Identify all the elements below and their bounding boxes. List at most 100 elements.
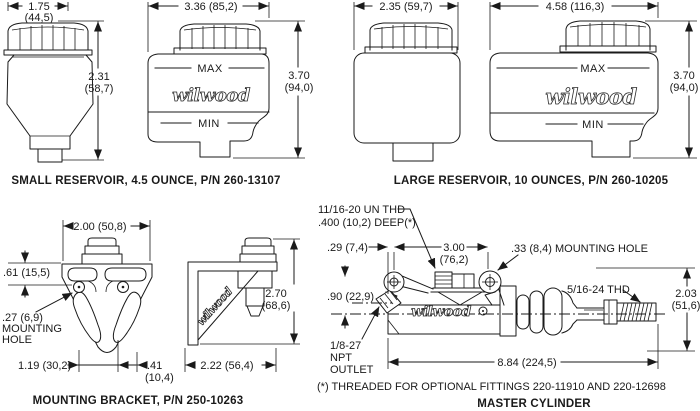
- mounting-ear-left: [383, 271, 405, 293]
- dim-text: 8.84 (224,5): [497, 357, 556, 369]
- hole-label-line3: HOLE: [2, 334, 32, 346]
- registered-mark: [478, 306, 488, 316]
- fitting-cap: [87, 237, 117, 247]
- dim-bracket-hole-spacing: 1.19 (30,2): [18, 340, 130, 372]
- large-reservoir-front-view: MAX MIN wilwood: [489, 20, 659, 158]
- dim-mc-length: 8.84 (224,5): [387, 324, 659, 369]
- dim-bracket-depth: 2.22 (56,4): [184, 348, 277, 372]
- thread-text-line2: .400 (10,2) DEEP(*): [318, 217, 416, 229]
- dim-mc-outlet-offset: .90 (22,9): [327, 265, 374, 329]
- reservoir-body: [353, 52, 461, 144]
- hole-label-line2: MOUNTING: [2, 323, 62, 335]
- dim-small-side-width: 1.75 (44,5): [7, 1, 69, 24]
- small-reservoir-panel: 1.75 (44,5) 2.31 (58,7) MAX MIN wilw: [3, 1, 314, 187]
- dim-mc-hole-spacing: 3.00 (76,2): [393, 242, 489, 270]
- cap-outline: [7, 22, 89, 51]
- dim-text: .33 (8,4) MOUNTING HOLE: [511, 243, 648, 255]
- bore-flange: [499, 285, 517, 337]
- bracket-l-profile: [187, 261, 278, 346]
- master-cylinder-caption: MASTER CYLINDER: [477, 398, 591, 410]
- outlet-text-line1: 1/8-27: [330, 340, 361, 352]
- dim-text: .41: [147, 360, 162, 372]
- small-reservoir-side-view: [3, 22, 94, 163]
- push-rod: [576, 299, 657, 325]
- dim-text-mm: (76,2): [440, 254, 469, 266]
- reservoir-body: [6, 54, 94, 150]
- cap-flange: [559, 45, 657, 53]
- mounting-bracket-panel: 2.00 (50,8) .61 (15,5) .27 (6,9) MOUNTIN…: [2, 220, 300, 407]
- cutout-top-right: [104, 267, 147, 282]
- dim-text: 2.31: [88, 71, 109, 83]
- master-cylinder-view: wilwood: [331, 270, 668, 337]
- dim-small-side-height: 2.31 (58,7): [58, 20, 114, 161]
- large-reservoir-side-view: [353, 22, 461, 162]
- outlet-text-line3: OUTLET: [330, 364, 374, 376]
- large-reservoir-caption: LARGE RESERVOIR, 10 OUNCES, P/N 260-1020…: [394, 175, 669, 187]
- dim-text-mm: (10,4): [145, 372, 174, 384]
- dim-text: 1.19 (30,2): [18, 360, 71, 372]
- dim-text: .61 (15,5): [3, 267, 50, 279]
- dim-text: 3.70: [288, 70, 309, 82]
- dim-text: 3.36 (85,2): [184, 1, 237, 13]
- cap-flange: [173, 47, 267, 55]
- dim-text-mm: (44,5): [25, 12, 54, 24]
- mounting-ear-right: [478, 270, 502, 294]
- dim-small-front-width: 3.36 (85,2): [147, 1, 270, 52]
- cap-outline: [565, 20, 651, 51]
- dim-text-mm: (94,0): [670, 82, 699, 94]
- dim-text: 3.00: [443, 242, 464, 254]
- wilwood-logo: wilwood: [545, 84, 637, 109]
- reservoir-port-thread: [434, 271, 475, 289]
- dim-text: 4.58 (116,3): [546, 1, 605, 13]
- fitting-body: [237, 270, 273, 289]
- label-rod-thread: 5/16-24 THD: [567, 284, 641, 303]
- dim-text: 5/16-24 THD: [567, 284, 630, 296]
- dim-large-front-height: 3.70 (94,0): [633, 20, 699, 159]
- dim-text-mm: (94,0): [285, 82, 314, 94]
- dim-bracket-top-offset: .61 (15,5): [3, 250, 72, 298]
- cutout-bottom-left: [72, 291, 102, 343]
- label-reservoir-thread: 11/16-20 UN THD .400 (10,2) DEEP(*): [318, 204, 436, 269]
- dim-text-mm: (58,7): [85, 83, 114, 95]
- dim-bracket-edge-offset: .41 (10,4): [119, 352, 174, 384]
- cutout-bottom-right: [112, 291, 142, 343]
- dim-text: 2.35 (59,7): [379, 1, 432, 13]
- master-cylinder-panel: wilwood 11/16-20 UN THD .400 (10,2) DEEP…: [317, 204, 700, 410]
- threaded-rod-end: [616, 302, 657, 322]
- fitting-cap: [244, 237, 272, 247]
- large-reservoir-panel: 2.35 (59,7) MAX MIN wilwood 4.58 (116,3): [353, 1, 699, 187]
- dim-text: 2.70: [265, 288, 286, 300]
- dim-text: 3.70: [673, 70, 694, 82]
- hole-size-text: .27 (6,9): [2, 312, 43, 324]
- outlet-spout: [392, 142, 434, 162]
- small-reservoir-front-view: MAX MIN wilwood: [147, 23, 270, 158]
- bracket-side-view: wilwood: [187, 237, 278, 346]
- outlet-port: [375, 289, 402, 314]
- wilwood-logo: wilwood: [172, 85, 251, 106]
- dim-bracket-height: 2.70 (68,6): [200, 238, 300, 345]
- outlet-spout: [37, 148, 63, 163]
- jam-nut: [603, 299, 618, 325]
- dim-text: 2.00 (50,8): [73, 221, 126, 233]
- cap-flange: [364, 46, 458, 54]
- min-level-label: MIN: [582, 119, 604, 131]
- dim-text-mm: (51,6): [672, 300, 700, 312]
- dim-text: 1.75: [28, 1, 49, 13]
- dim-large-side-width: 2.35 (59,7): [353, 1, 459, 50]
- label-npt-outlet: 1/8-27 NPT OUTLET: [330, 306, 380, 376]
- dim-text: 2.22 (56,4): [200, 360, 253, 372]
- cutout-top-left: [67, 267, 98, 282]
- label-mc-mounting-hole: .33 (8,4) MOUNTING HOLE: [497, 243, 648, 271]
- dim-small-front-height: 3.70 (94,0): [233, 20, 314, 159]
- cap-flange: [3, 49, 93, 56]
- dim-bracket-width: 2.00 (50,8): [62, 220, 151, 261]
- dust-boot: [516, 287, 578, 336]
- dim-mc-hole-offset: .29 (7,4): [327, 242, 389, 294]
- cap-outline: [369, 22, 453, 51]
- reservoir-body: [489, 52, 659, 158]
- master-cylinder-footnote: (*) THREADED FOR OPTIONAL FITTINGS 220-1…: [317, 381, 666, 393]
- dim-text: .29 (7,4): [327, 242, 368, 254]
- dim-text: .90 (22,9): [327, 291, 374, 303]
